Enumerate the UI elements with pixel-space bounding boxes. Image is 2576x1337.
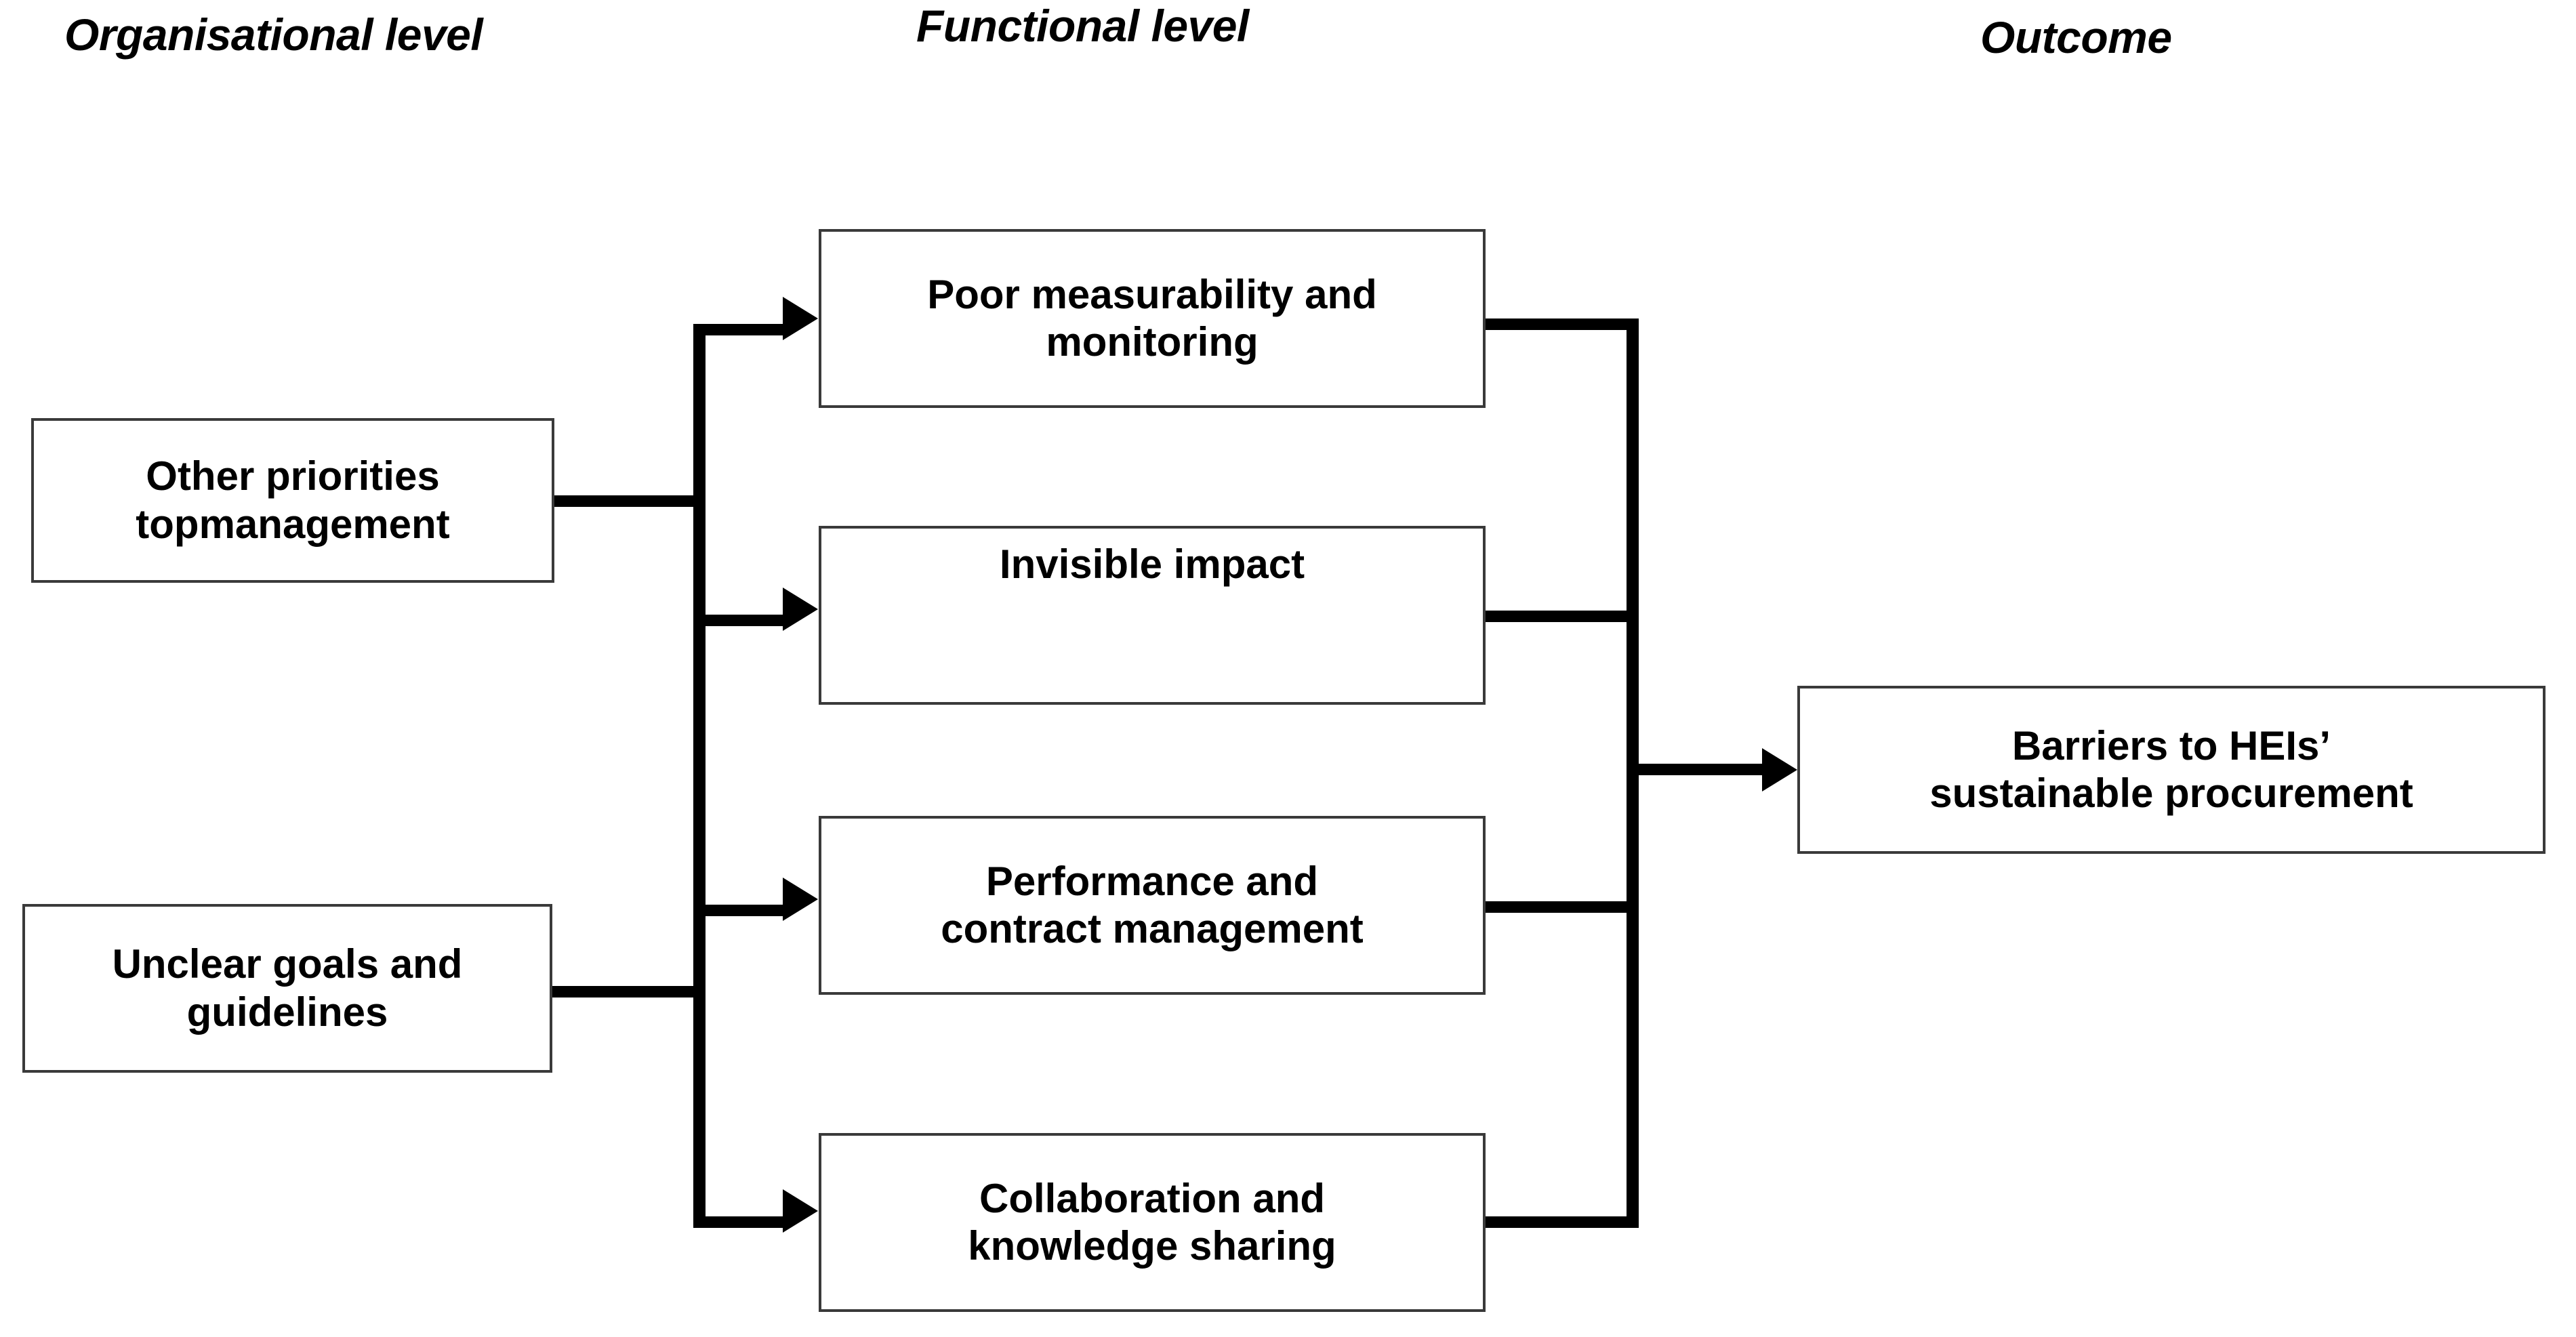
connector-bus-to-poor-measurability-line xyxy=(700,324,785,335)
arrow-head-invisible-impact xyxy=(783,588,818,631)
column-heading-functional: Functional level xyxy=(916,1,1249,51)
node-other-priorities-text: Other priorities topmanagement xyxy=(43,453,542,548)
node-other-priorities-line2: topmanagement xyxy=(136,501,450,547)
arrow-head-performance-contract xyxy=(783,878,818,921)
arrow-head-collaboration xyxy=(783,1189,818,1233)
node-invisible-impact-line1: Invisible impact xyxy=(999,541,1305,587)
node-collaboration-knowledge-text: Collaboration and knowledge sharing xyxy=(831,1175,1473,1270)
arrow-head-poor-measurability xyxy=(783,297,818,340)
connector-poor-measurability-to-bus xyxy=(1486,318,1639,330)
node-unclear-goals-line1: Unclear goals and xyxy=(112,941,463,987)
node-poor-measurability-text: Poor measurability and monitoring xyxy=(831,271,1473,366)
node-invisible-impact-text: Invisible impact xyxy=(831,541,1473,588)
node-unclear-goals-text: Unclear goals and guidelines xyxy=(35,941,540,1035)
node-collaboration-knowledge-line2: knowledge sharing xyxy=(968,1223,1336,1269)
node-unclear-goals[interactable]: Unclear goals and guidelines xyxy=(22,904,552,1073)
node-poor-measurability[interactable]: Poor measurability and monitoring xyxy=(819,229,1486,408)
connector-left-bus xyxy=(693,324,706,1228)
node-collaboration-knowledge-line1: Collaboration and xyxy=(979,1175,1325,1221)
node-barriers-heis-line1: Barriers to HEIs’ xyxy=(2011,722,2331,768)
connector-bus-to-performance-contract-line xyxy=(700,905,785,916)
node-unclear-goals-line2: guidelines xyxy=(186,989,388,1035)
node-performance-contract-line2: contract management xyxy=(941,906,1364,951)
connector-invisible-impact-to-bus xyxy=(1486,611,1639,622)
arrow-head-barriers-heis xyxy=(1762,748,1797,791)
connector-other-priorities-to-bus xyxy=(554,495,700,507)
connector-unclear-goals-to-bus xyxy=(552,986,700,997)
node-other-priorities-line1: Other priorities xyxy=(146,453,440,499)
connector-bus-to-collaboration-line xyxy=(700,1216,785,1228)
node-poor-measurability-line2: monitoring xyxy=(1046,319,1259,365)
column-heading-organisational: Organisational level xyxy=(64,9,483,60)
node-other-priorities[interactable]: Other priorities topmanagement xyxy=(31,418,554,583)
node-barriers-heis[interactable]: Barriers to HEIs’ sustainable procuremen… xyxy=(1797,686,2546,854)
connector-collaboration-to-bus xyxy=(1486,1216,1639,1228)
connector-bus-to-barriers-heis-line xyxy=(1627,764,1766,775)
node-barriers-heis-line2: sustainable procurement xyxy=(1929,770,2413,816)
node-collaboration-knowledge[interactable]: Collaboration and knowledge sharing xyxy=(819,1133,1486,1312)
node-barriers-heis-text: Barriers to HEIs’ sustainable procuremen… xyxy=(1810,722,2533,817)
connector-performance-contract-to-bus xyxy=(1486,901,1639,913)
column-heading-outcome: Outcome xyxy=(1980,12,2172,62)
connector-bus-to-invisible-impact-line xyxy=(700,615,785,626)
node-performance-contract-line1: Performance and xyxy=(985,858,1319,904)
node-performance-contract[interactable]: Performance and contract management xyxy=(819,816,1486,995)
node-performance-contract-text: Performance and contract management xyxy=(831,858,1473,953)
node-invisible-impact[interactable]: Invisible impact xyxy=(819,526,1486,705)
node-poor-measurability-line1: Poor measurability and xyxy=(927,271,1377,317)
